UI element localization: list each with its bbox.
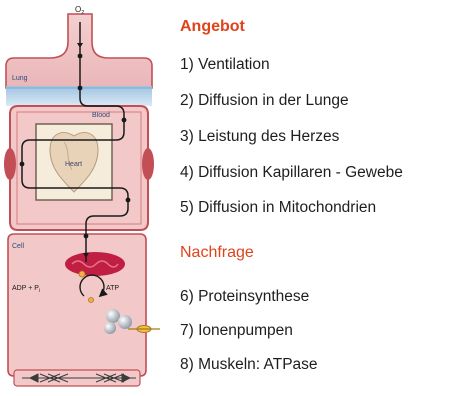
lung [6,14,152,106]
mitochondrion [65,252,125,276]
demand-item: 8) Muskeln: ATPase [180,356,318,374]
atp-label: ATP [106,285,119,292]
cell-label: Cell [12,243,25,250]
heart-label: Heart [65,161,82,168]
supply-item: 2) Diffusion in der Lunge [180,92,349,110]
supply-item: 1) Ventilation [180,56,270,74]
oxygen-pathway-diagram: O2 Lung Blood Heart Cell ADP + Pi ATP [0,0,180,396]
supply-item: 5) Diffusion in Mitochondrien [180,199,376,217]
lung-label: Lung [12,75,28,82]
demand-item: 7) Ionenpumpen [180,322,293,340]
demand-item: 6) Proteinsynthese [180,288,309,306]
supply-heading: Angebot [180,18,245,36]
blood-label: Blood [92,112,110,119]
supply-item: 3) Leistung des Herzes [180,128,339,146]
demand-heading: Nachfrage [180,244,254,262]
supply-item: 4) Diffusion Kapillaren - Gewebe [180,164,403,182]
